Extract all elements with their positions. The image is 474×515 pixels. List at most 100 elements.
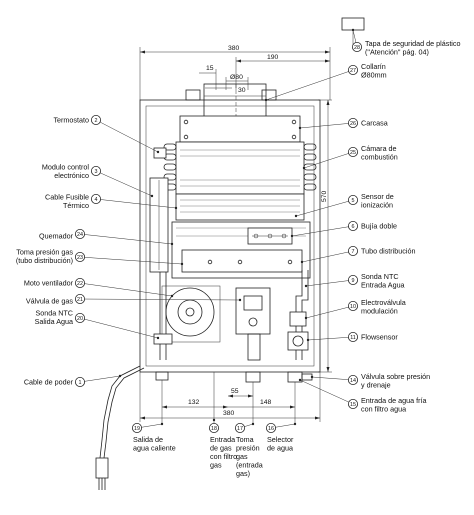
callout-number: 20 xyxy=(77,316,83,322)
callout-number: 18 xyxy=(211,426,217,432)
callout-label-line: Entrada Agua xyxy=(361,281,405,290)
callout-label-line: Quemador xyxy=(39,232,74,241)
callout-number: 22 xyxy=(77,281,83,287)
callout-label-line: Tapa de seguridad de plástico xyxy=(365,39,461,48)
gas-valve xyxy=(235,287,271,335)
callout-label-line: Entrada de agua fría xyxy=(361,396,427,405)
callout-label-line: modulación xyxy=(361,307,398,316)
callout-label-line: y drenaje xyxy=(361,381,391,390)
thermostat-part xyxy=(153,147,167,159)
callout-number: 6 xyxy=(352,224,355,230)
callout-number-circle xyxy=(347,331,358,342)
callout-number-circle xyxy=(347,300,358,311)
callout-number: 4 xyxy=(95,197,98,203)
callout-label-line: Modulo control xyxy=(42,162,90,171)
callout-label-line: (tubo distribución) xyxy=(16,256,73,265)
callout-label-line: Salida Agua xyxy=(35,317,73,326)
dim-width-bottom-label: 380 xyxy=(223,410,235,417)
callout-number: 3 xyxy=(95,169,98,175)
callout-number-circle xyxy=(91,193,102,204)
callout-label-line: Entrada xyxy=(210,435,235,444)
distribution-tube xyxy=(181,249,303,273)
callout-label-line: (entrada xyxy=(236,461,263,470)
safety-cap-box xyxy=(341,17,365,31)
callout-label-line: Ø80mm xyxy=(361,71,387,80)
callout-number-circle xyxy=(75,293,86,304)
callout-number: 1 xyxy=(79,380,82,386)
callout-label-line: con filtro agua xyxy=(361,405,406,414)
dim-diameter-label: Ø80 xyxy=(230,74,243,81)
callout-label-line: Cámara de xyxy=(361,144,397,153)
dim-height-label: 570 xyxy=(321,190,328,202)
callout-number: 16 xyxy=(268,426,274,432)
combustion-chamber-hatch xyxy=(180,149,300,187)
callout-label-line: Sonda NTC xyxy=(35,308,73,317)
callout-number: 10 xyxy=(350,304,356,310)
callout-number: 2 xyxy=(95,118,98,124)
callout-label-line: combustión xyxy=(361,153,398,162)
callout-label-line: Toma xyxy=(236,435,254,444)
flue-collar xyxy=(203,83,267,119)
dim-right-offset: 190 xyxy=(235,54,330,90)
left-callout-1: 1 Cable de poder xyxy=(24,374,122,387)
callout-label-line: Cable de poder xyxy=(24,378,74,387)
callout-number-circle xyxy=(347,118,358,129)
callout-number: 14 xyxy=(350,378,356,384)
callout-number-circle xyxy=(347,398,358,409)
callout-number-circle xyxy=(265,422,276,433)
callout-label-line: Flowsensor xyxy=(361,333,398,342)
callout-label-line: electrónico xyxy=(54,171,89,180)
callout-label-line: Sonda NTC xyxy=(361,272,399,281)
callout-label-line: Tubo distribución xyxy=(361,247,415,256)
water-pipe-right xyxy=(295,270,303,360)
callout-number-circle xyxy=(347,245,358,256)
callout-number-circle xyxy=(347,374,358,385)
modulation-valve xyxy=(289,311,307,327)
callout-label-line: Bujía doble xyxy=(361,222,397,231)
callout-label-line: Válvula de gas xyxy=(26,297,74,306)
dim-offset-15: 15 xyxy=(199,65,217,90)
callout-number: 7 xyxy=(352,249,355,255)
callout-number-circle xyxy=(75,376,86,387)
callout-number: 17 xyxy=(237,426,243,432)
callout-label-line: Toma presión gas xyxy=(16,247,73,256)
callout-number: 9 xyxy=(352,278,355,284)
callout-number-circle xyxy=(351,42,362,53)
callout-number: 5 xyxy=(352,198,355,204)
callout-label-line: gas xyxy=(210,461,222,470)
dim-width-top-label: 380 xyxy=(228,45,240,52)
callout-label-line: de agua xyxy=(267,444,293,453)
callout-number-circle xyxy=(91,165,102,176)
callout-number: 25 xyxy=(350,150,356,156)
callout-number: 15 xyxy=(350,402,356,408)
callout-number-circle xyxy=(347,274,358,285)
callout-number: 24 xyxy=(77,232,83,238)
callout-label-line: Sensor de xyxy=(361,192,394,201)
callout-number: 23 xyxy=(77,255,83,261)
callout-label-line: agua caliente xyxy=(133,444,176,453)
inner-casing xyxy=(145,105,315,367)
right-callout-7: 7 Tubo distribución xyxy=(300,245,415,264)
callout-label-line: Salida de xyxy=(133,435,163,444)
callout-label-line: Selector xyxy=(267,435,294,444)
callout-number: 21 xyxy=(77,297,83,303)
callout-label-line: ("Atención" pág. 04) xyxy=(365,48,429,57)
mount-tab-left xyxy=(185,89,201,101)
callout-number: 27 xyxy=(350,68,356,74)
callout-number-circle xyxy=(75,312,86,323)
